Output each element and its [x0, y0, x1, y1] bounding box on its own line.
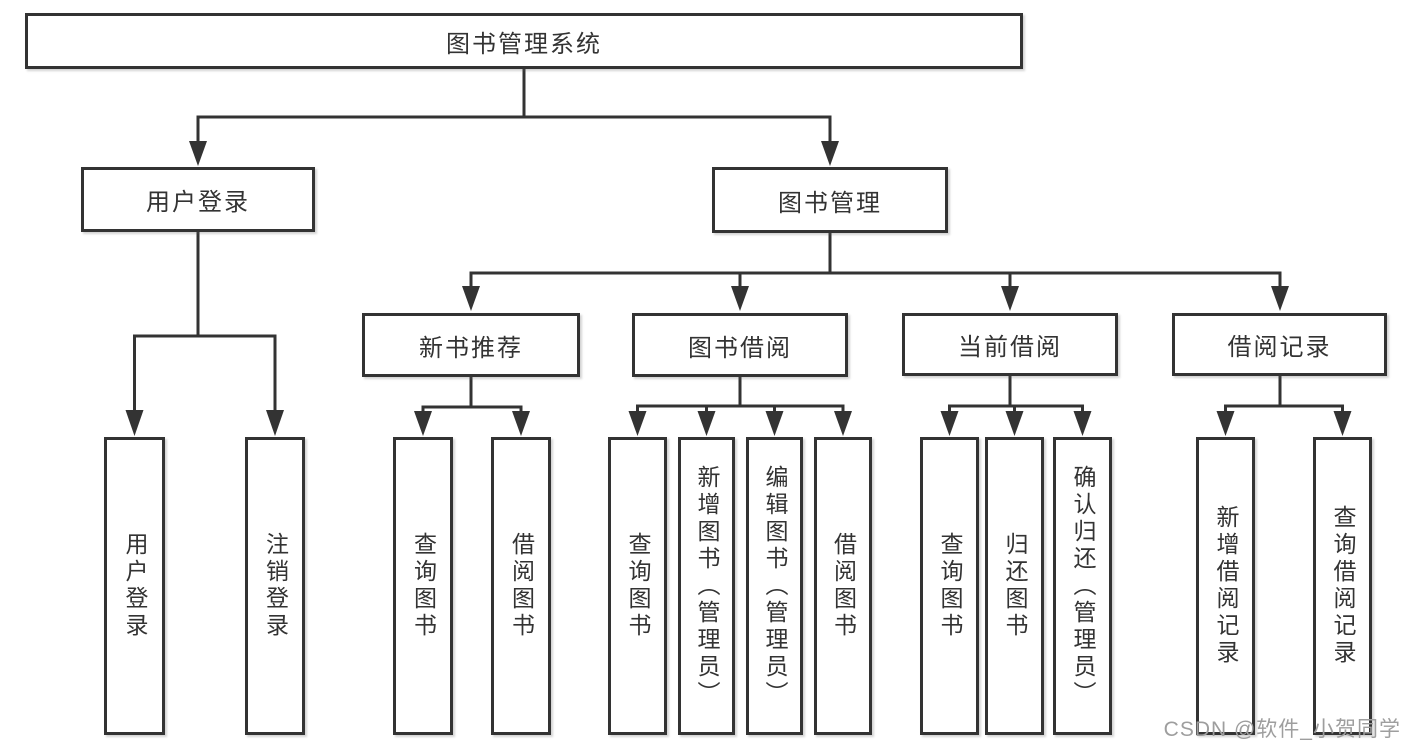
arrowhead-icon — [189, 141, 207, 166]
arrowhead-icon — [697, 411, 716, 436]
node-leaf-add-borrow-record: 新增借阅记录 — [1196, 437, 1255, 735]
node-book-borrowing: 图书借阅 — [632, 313, 848, 377]
arrowhead-icon — [266, 410, 284, 436]
connector-new-book-recommend-to-leaves — [421, 375, 523, 414]
arrowheads — [125, 141, 1352, 436]
arrowhead-icon — [628, 411, 647, 436]
node-leaf-edit-book-admin: 编辑图书（管理员） — [746, 437, 803, 735]
node-leaf-logout: 注销登录 — [245, 437, 305, 735]
node-leaf-confirm-return-admin: 确认归还（管理员） — [1053, 437, 1112, 735]
csdn-watermark: CSDN @软件_小贺同学 — [1163, 718, 1401, 741]
node-leaf-borrow-books-2: 借阅图书 — [814, 437, 872, 735]
arrowhead-icon — [821, 141, 839, 166]
arrowhead-icon — [765, 411, 784, 436]
connector-book-borrowing-to-leaves — [636, 375, 845, 414]
arrowhead-icon — [125, 410, 144, 436]
node-current-borrowing: 当前借阅 — [902, 313, 1118, 376]
node-leaf-user-login: 用户登录 — [104, 437, 165, 735]
arrowhead-icon — [1271, 286, 1289, 311]
connector-borrowing-records-to-leaves — [1224, 374, 1344, 414]
node-leaf-return-book: 归还图书 — [985, 437, 1044, 735]
connector-root-to-level2 — [196, 67, 832, 144]
node-borrowing-records: 借阅记录 — [1172, 313, 1387, 376]
node-leaf-query-books-2: 查询图书 — [608, 437, 667, 735]
arrowhead-icon — [731, 286, 749, 311]
arrowhead-icon — [1216, 411, 1235, 436]
arrowhead-icon — [834, 411, 852, 436]
arrowhead-icon — [1005, 411, 1024, 436]
arrowhead-icon — [1001, 286, 1019, 311]
arrowhead-icon — [512, 411, 530, 436]
node-leaf-add-book-admin: 新增图书（管理员） — [678, 437, 735, 735]
connector-user-login-to-leaves — [133, 230, 277, 414]
node-library-management-system: 图书管理系统 — [25, 13, 1023, 69]
connector-book-management-to-level3 — [469, 231, 1282, 289]
arrowhead-icon — [462, 286, 480, 311]
connector-current-borrowing-to-leaves — [948, 374, 1084, 414]
node-leaf-query-books-3: 查询图书 — [920, 437, 979, 735]
node-book-management-branch: 图书管理 — [712, 167, 948, 233]
node-leaf-borrow-books-1: 借阅图书 — [491, 437, 551, 735]
arrowhead-icon — [1073, 411, 1092, 436]
arrowhead-icon — [940, 411, 959, 436]
node-user-login-branch: 用户登录 — [81, 167, 315, 232]
node-new-book-recommend: 新书推荐 — [362, 313, 580, 377]
node-leaf-query-borrow-record: 查询借阅记录 — [1313, 437, 1372, 735]
arrowhead-icon — [414, 411, 432, 436]
arrowhead-icon — [1333, 411, 1352, 436]
node-leaf-query-books-1: 查询图书 — [393, 437, 453, 735]
